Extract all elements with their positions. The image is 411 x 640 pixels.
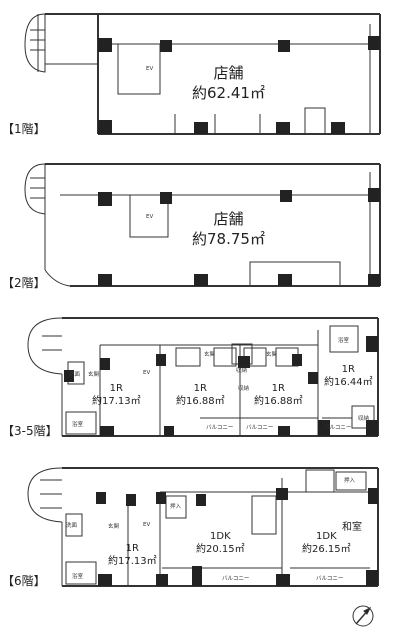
floor-6-room-3: 1DK 約26.15㎡ bbox=[302, 531, 351, 556]
floor-2-plan bbox=[24, 163, 381, 287]
balcony-label: バルコニー bbox=[246, 425, 274, 431]
bath-label: 浴室 bbox=[338, 338, 350, 344]
floor-1-shop: 店舗 約62.41㎡ bbox=[192, 64, 265, 103]
floor-1-plan bbox=[24, 13, 381, 135]
ev-label: EV bbox=[146, 66, 154, 72]
room-area: 約78.75㎡ bbox=[192, 229, 265, 248]
washroom-label: 洗面 bbox=[66, 523, 78, 529]
floor-3-5-room-3: 1R 約16.88㎡ bbox=[254, 383, 303, 408]
closet-label: 収納 bbox=[238, 386, 250, 392]
floor-3-5-room-1: 1R 約17.13㎡ bbox=[92, 383, 141, 408]
room-name: 1DK bbox=[210, 531, 231, 542]
room-name: 店舗 bbox=[213, 64, 244, 82]
room-area: 約26.15㎡ bbox=[302, 543, 351, 555]
room-area: 約17.13㎡ bbox=[108, 555, 157, 567]
ev-label: EV bbox=[143, 522, 151, 528]
entrance-label: 玄関 bbox=[108, 524, 120, 530]
entrance-label: 玄関 bbox=[204, 352, 216, 358]
floor-6-plan bbox=[27, 467, 379, 587]
oshiire-label: 押入 bbox=[170, 504, 182, 510]
room-name: 1R bbox=[125, 543, 139, 554]
room-area: 約16.88㎡ bbox=[176, 395, 225, 407]
balcony-label: バルコニー bbox=[206, 425, 234, 431]
room-name: 1R bbox=[193, 383, 207, 394]
entrance-label: 玄関 bbox=[88, 372, 100, 378]
closet-label: 収納 bbox=[236, 368, 248, 374]
entrance-label: 玄関 bbox=[266, 352, 278, 358]
room-name: 1DK bbox=[316, 531, 337, 542]
room-name: 店舗 bbox=[213, 210, 244, 228]
room-area: 約62.41㎡ bbox=[192, 83, 265, 102]
floor-1-label: 【1階】 bbox=[2, 122, 46, 136]
room-name: 1R bbox=[109, 383, 123, 394]
balcony-label: バルコニー bbox=[316, 576, 344, 582]
ev-label: EV bbox=[143, 370, 151, 376]
floor-2-label: 【2階】 bbox=[2, 276, 46, 290]
bath-label: 浴室 bbox=[72, 422, 84, 428]
floor-2-shop: 店舗 約78.75㎡ bbox=[192, 210, 265, 249]
room-area: 約17.13㎡ bbox=[92, 395, 141, 407]
balcony-label: バルコニー bbox=[324, 425, 352, 431]
washroom-label: 洗面 bbox=[69, 372, 81, 378]
floor-3-5-label: 【3-5階】 bbox=[2, 424, 58, 438]
room-area: 約16.88㎡ bbox=[254, 395, 303, 407]
floor-6-label: 【6階】 bbox=[2, 574, 46, 588]
floor-6-room-2: 1DK 約20.15㎡ bbox=[196, 531, 245, 556]
washitsu-label: 和室 bbox=[342, 522, 362, 533]
oshiire-label: 押入 bbox=[344, 478, 356, 484]
north-arrow-icon bbox=[352, 605, 374, 627]
room-name: 1R bbox=[271, 383, 285, 394]
room-name: 1R bbox=[341, 364, 355, 375]
bath-label: 浴室 bbox=[72, 574, 84, 580]
room-area: 約20.15㎡ bbox=[196, 543, 245, 555]
closet-label: 収納 bbox=[358, 416, 370, 422]
room-area: 約16.44㎡ bbox=[324, 376, 373, 388]
balcony-label: バルコニー bbox=[222, 576, 250, 582]
floor-3-5-room-4: 1R 約16.44㎡ bbox=[324, 364, 373, 389]
ev-label: EV bbox=[146, 214, 154, 220]
floor-3-5-room-2: 1R 約16.88㎡ bbox=[176, 383, 225, 408]
floor-6-room-1: 1R 約17.13㎡ bbox=[108, 543, 157, 568]
